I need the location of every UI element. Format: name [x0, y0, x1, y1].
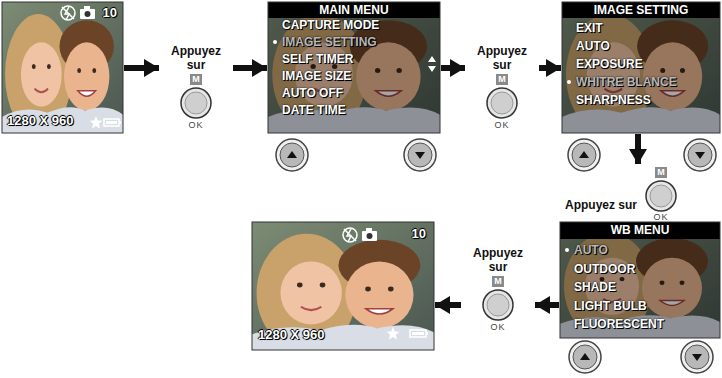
flash-off-icon — [343, 228, 357, 242]
menu-item: LIGHT BULB — [574, 299, 647, 313]
lcd-screen — [562, 2, 720, 135]
nav-up-button — [569, 341, 601, 373]
screen-frame — [252, 222, 434, 350]
shot-count: 10 — [103, 6, 117, 20]
ok-label: OK — [646, 212, 676, 223]
flow-arrow — [535, 302, 559, 308]
menu-item: FLUORESCENT — [574, 317, 664, 331]
screen-frame — [268, 2, 440, 133]
m-key: M — [496, 74, 508, 85]
camera-icon — [362, 228, 377, 241]
shot-count: 10 — [412, 227, 426, 241]
star-icon — [387, 327, 400, 340]
screen-frame — [560, 222, 720, 338]
flow-arrow — [539, 65, 561, 71]
flow-arrow — [635, 134, 641, 164]
photo — [2, 2, 123, 135]
menu-screen: MAIN MENUCAPTURE MODE IMAGE SETTING SELF T… — [268, 2, 440, 133]
nav-down-button — [404, 139, 436, 171]
menu-item: SHARPNESS — [576, 93, 651, 107]
menu-item: AUTO — [574, 243, 608, 257]
ok-button: Appuyez surM OK — [160, 44, 232, 132]
flow-arrow — [233, 65, 267, 71]
menu-overlay — [562, 2, 720, 133]
scroll-icon — [428, 56, 436, 72]
menu-item: IMAGE SIZE — [282, 69, 351, 83]
menu-title: WB MENU — [560, 223, 720, 237]
screen-frame — [2, 2, 123, 133]
camera-icon — [80, 6, 95, 19]
m-key: M — [190, 74, 202, 85]
menu-overlay — [268, 2, 440, 133]
button-label: Appuyez sur — [470, 246, 526, 274]
screen-frame — [562, 2, 720, 133]
button-label: Appuyez sur — [565, 198, 637, 212]
menu-item: EXIT — [576, 21, 603, 35]
ok-button: Appuyez surM OK — [466, 44, 538, 132]
menu-item: WHITRE BLANCE — [576, 75, 677, 89]
lcd-screen: 10 1280 X 960 — [2, 2, 123, 133]
flow-arrow — [441, 65, 465, 71]
menu-title: IMAGE SETTING — [562, 3, 720, 17]
ok-label: OK — [483, 322, 513, 333]
resolution: 1280 X 960 — [7, 114, 74, 128]
menu-header-band — [560, 222, 720, 239]
selection-bullet — [567, 80, 571, 84]
ok-button-circle — [483, 290, 513, 320]
nav-down-button — [681, 341, 713, 373]
star-icon — [90, 116, 103, 129]
ok-button-circle — [181, 88, 211, 118]
menu-item: SELF TIMER — [282, 52, 353, 66]
menu-screen: IMAGE SETTING EXIT AUTO EXPOSURE WHITRE BLAN… — [562, 2, 720, 133]
photo — [252, 222, 434, 352]
photo — [562, 2, 720, 135]
m-key: M — [655, 167, 667, 178]
lcd-screen — [560, 222, 720, 340]
menu-header-band — [268, 2, 440, 18]
nav-up-button — [276, 139, 308, 171]
ok-button-circle — [646, 181, 676, 211]
resolution: 1280 X 960 — [258, 328, 325, 342]
photo — [560, 222, 720, 340]
nav-down-button — [684, 139, 716, 171]
menu-item: SHADE — [574, 280, 616, 294]
ok-button-circle — [487, 88, 517, 118]
flow-arrow — [124, 65, 159, 71]
flash-off-icon — [61, 6, 75, 20]
photo — [268, 2, 440, 135]
menu-item: AUTO — [576, 39, 610, 53]
menu-item: EXPOSURE — [576, 57, 643, 71]
menu-title: MAIN MENU — [268, 3, 440, 17]
ok-label: OK — [181, 120, 211, 131]
battery-icon — [104, 119, 121, 126]
m-key: M — [492, 276, 504, 287]
button-label: Appuyez sur — [168, 44, 224, 72]
selection-bullet — [273, 40, 277, 44]
menu-item: IMAGE SETTING — [282, 35, 377, 49]
menu-item: CAPTURE MODE — [282, 18, 379, 32]
menu-item: AUTO OFF — [282, 86, 343, 100]
lcd-screen — [2, 2, 123, 135]
menu-overlay — [560, 222, 720, 338]
button-label: Appuyez sur — [474, 44, 530, 72]
menu-item: DATE TIME — [282, 103, 346, 117]
lcd-screen: 10 1280 X 960 — [252, 222, 434, 350]
ok-label: OK — [487, 120, 517, 131]
lcd-screen — [268, 2, 440, 135]
menu-screen: WB MENU AUTO OUTDOOR SHADE LIGHT BULB FLUORES… — [560, 222, 720, 338]
menu-item: OUTDOOR — [574, 262, 635, 276]
menu-header-band — [562, 2, 720, 18]
battery-icon — [410, 330, 428, 337]
nav-up-button — [568, 139, 600, 171]
flow-arrow — [435, 302, 461, 308]
ok-button: Appuyez sur M OK — [565, 165, 677, 227]
selection-bullet — [565, 248, 569, 252]
lcd-screen — [252, 222, 434, 352]
ok-button: Appuyez surM OK — [462, 246, 534, 334]
